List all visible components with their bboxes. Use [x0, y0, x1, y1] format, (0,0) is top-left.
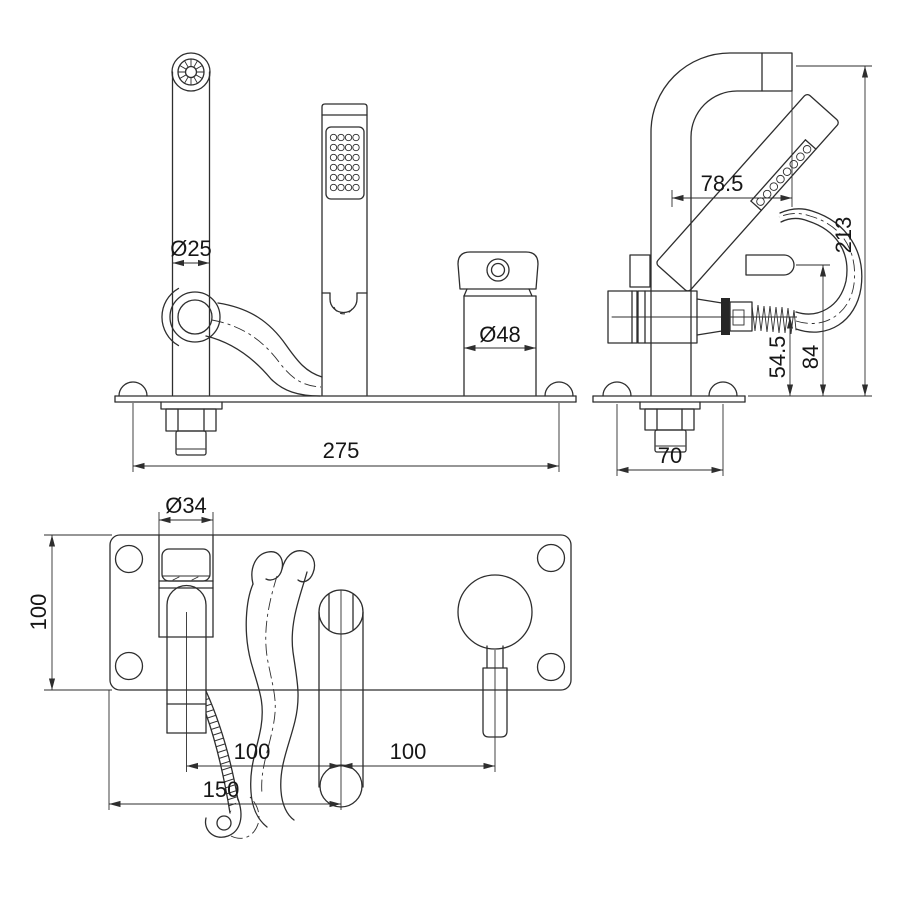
plan-view: Ø34 100 100 100 150 — [26, 493, 572, 839]
side-dimensions: 78.5 213 84 54.5 70 — [616, 65, 872, 476]
deck-plate-front — [114, 381, 577, 456]
dim-lever-height-label: 84 — [798, 345, 823, 369]
valve-side — [607, 254, 797, 344]
spout-plan — [158, 534, 214, 734]
wall-plate-plan — [109, 534, 572, 691]
dim-fixing-centres-label: 275 — [323, 438, 360, 463]
handset-side — [656, 93, 839, 292]
hose-drop-plan — [204, 690, 260, 839]
front-dimensions: Ø25 Ø48 275 — [132, 236, 560, 472]
handset-front — [321, 103, 368, 396]
dim-overall-height-label: 213 — [831, 217, 856, 254]
dim-spout-reach-label: 78.5 — [701, 171, 744, 196]
dim-spout-to-holder-label: 100 — [234, 739, 271, 764]
dim-holder-to-valve-label: 100 — [390, 739, 427, 764]
hose-squiggle-plan — [245, 550, 316, 828]
aerator-sunburst-icon — [177, 58, 205, 86]
lever-side — [745, 254, 795, 276]
spout-front — [161, 52, 221, 396]
spout-side — [650, 52, 793, 396]
spray-holes — [329, 133, 360, 192]
valve-plan — [457, 574, 533, 738]
spray-holes-side — [756, 145, 812, 206]
dim-plate-depth-label: 100 — [26, 594, 51, 631]
dim-spout-base-diameter-label: Ø34 — [165, 493, 207, 518]
dim-hose-outlet-height-label: 54.5 — [765, 336, 790, 379]
front-view: Ø25 Ø48 275 — [114, 52, 577, 472]
plan-dimensions: Ø34 100 100 100 150 — [26, 493, 496, 810]
hose-coil — [751, 304, 797, 335]
hose-loop-side — [778, 208, 863, 333]
side-view: 78.5 213 84 54.5 70 — [592, 52, 872, 476]
hose-front — [205, 302, 323, 397]
dim-fixing-depth-label: 70 — [658, 443, 682, 468]
hose-nut-band — [721, 298, 730, 335]
lever-plan — [482, 667, 508, 738]
dim-valve-diameter-label: Ø48 — [479, 322, 521, 347]
dim-spout-diameter-label: Ø25 — [170, 236, 212, 261]
dim-edge-to-holder-label: 150 — [203, 777, 240, 802]
deck-plate-side — [592, 381, 746, 453]
